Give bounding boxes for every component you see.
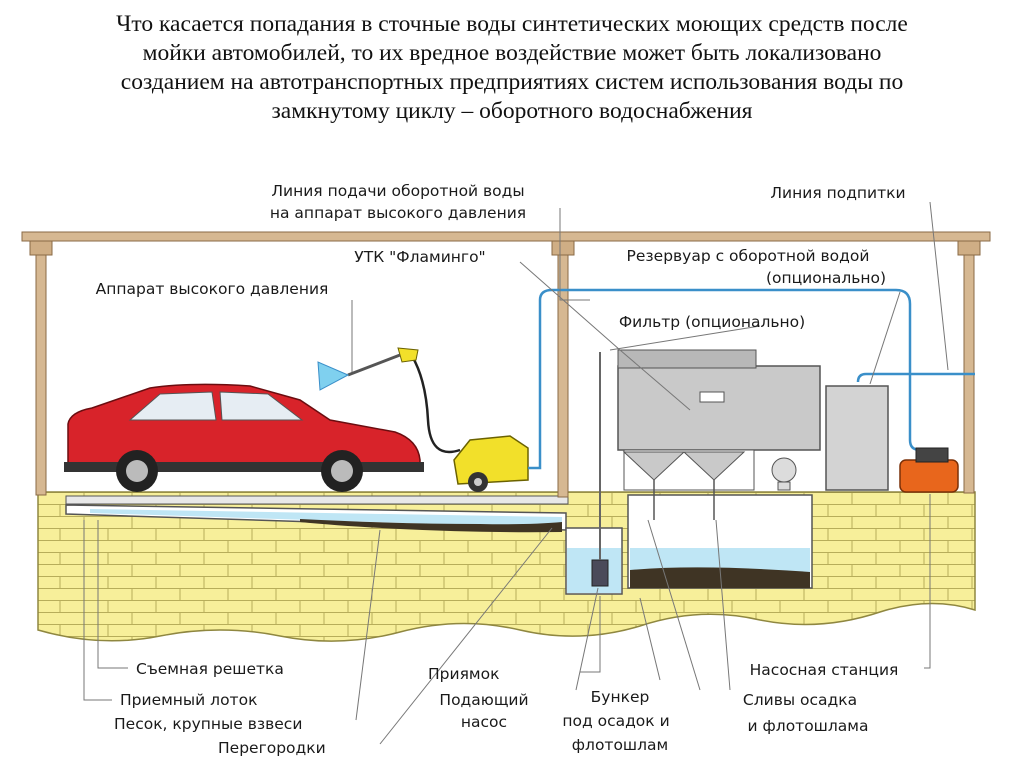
- page-title: Что касается попадания в сточные воды си…: [20, 10, 1004, 126]
- filter-icon: [771, 457, 797, 483]
- label-hp-unit: Аппарат высокого давления: [96, 280, 329, 298]
- label-reservoir-1: Резервуар с оборотной водой: [627, 247, 870, 265]
- supply-pipe: [528, 288, 921, 470]
- label-filter: Фильтр (опционально): [619, 313, 805, 331]
- label-drains-1: Сливы осадка: [743, 691, 857, 709]
- pump-station-icon: [899, 447, 959, 493]
- makeup-pipe: [856, 372, 975, 383]
- title-line-3: созданием на автотранспортных предприяти…: [120, 69, 904, 95]
- label-bunker-1: Бункер: [591, 688, 650, 706]
- label-pit: Приямок: [428, 665, 499, 683]
- treatment-unit-icon: [617, 349, 821, 520]
- label-feed-pump-1: Подающий: [439, 691, 528, 709]
- feed-pump-icon: [591, 559, 609, 587]
- label-bunker-2: под осадок и: [562, 712, 669, 730]
- title-line-4: замкнутому циклу – оборотного водоснабже…: [271, 98, 753, 124]
- title-line-1: Что касается попадания в сточные воды си…: [116, 11, 908, 37]
- sludge-bunker: [627, 494, 813, 589]
- label-drains-2: и флотошлама: [748, 717, 869, 735]
- reservoir-tank-icon: [825, 385, 889, 491]
- label-bunker-3: флотошлам: [572, 736, 668, 754]
- label-tray: Приемный лоток: [120, 691, 257, 709]
- label-supply-line-2: на аппарат высокого давления: [270, 204, 526, 222]
- removable-grate: [65, 495, 569, 505]
- label-partitions: Перегородки: [218, 739, 326, 757]
- label-pump-station: Насосная станция: [750, 661, 899, 679]
- sump-pit: [565, 352, 623, 595]
- leader-lines: [83, 201, 949, 745]
- label-makeup-line: Линия подпитки: [770, 184, 905, 202]
- label-sand: Песок, крупные взвеси: [114, 715, 302, 733]
- label-supply-line-1: Линия подачи оборотной воды: [271, 182, 524, 200]
- label-feed-pump-2: насос: [461, 713, 507, 731]
- high-pressure-unit-icon: [317, 347, 529, 492]
- label-grate: Съемная решетка: [136, 660, 284, 678]
- canopy: [21, 231, 991, 498]
- label-reservoir-2: (опционально): [766, 269, 886, 287]
- label-utk: УТК "Фламинго": [354, 248, 485, 266]
- car-icon: [64, 383, 424, 492]
- title-line-2: мойки автомобилей, то их вредное воздейс…: [142, 40, 882, 66]
